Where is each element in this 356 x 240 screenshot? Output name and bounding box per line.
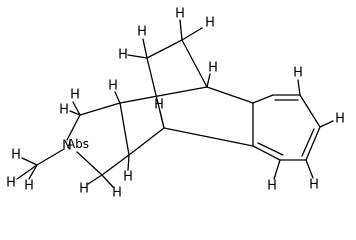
bond-lines — [16, 19, 334, 188]
hydrogen-label: H — [24, 179, 34, 194]
bond — [179, 19, 183, 41]
bond — [257, 142, 284, 156]
bond — [252, 145, 281, 161]
bond — [87, 174, 103, 185]
hydrogen-label: H — [108, 79, 118, 94]
hydrogen-label: H — [112, 186, 122, 201]
bond — [127, 154, 130, 171]
bond — [297, 79, 301, 96]
bond — [28, 164, 38, 180]
bond — [101, 154, 130, 176]
hydrogen-label: H — [293, 66, 303, 81]
hydrogen-label: H — [123, 170, 133, 185]
molecule-structure-diagram: H H H H H H H H H H H H H H H H H H H N … — [6, 7, 345, 201]
hydrogen-label: H — [137, 25, 147, 40]
bond — [21, 157, 38, 166]
hydrogen-label: H — [267, 179, 277, 194]
bond — [128, 127, 165, 156]
bond — [163, 127, 254, 147]
bond — [301, 128, 315, 157]
hydrogen-label: H — [11, 148, 21, 163]
bond — [36, 148, 65, 166]
bond — [159, 110, 165, 129]
bond — [146, 39, 183, 59]
hydrogen-label: H — [335, 112, 345, 127]
hydrogen-label: H — [79, 182, 89, 197]
bond — [79, 102, 121, 116]
hydrogen-label: H — [6, 176, 16, 191]
bond — [142, 38, 148, 59]
hydrogen-label: H — [70, 88, 80, 103]
hydrogen-label: H — [118, 48, 128, 63]
hydrogen-label: H — [59, 103, 69, 118]
bond — [76, 151, 103, 176]
hydrogen-label: H — [208, 61, 218, 76]
bond — [319, 120, 334, 128]
bond — [181, 39, 208, 88]
hydrogen-label: H — [175, 7, 185, 22]
bond — [206, 86, 254, 104]
bond — [16, 164, 38, 180]
nitrogen-label: N — [62, 139, 72, 154]
bond — [305, 159, 314, 179]
atom-labels: H H H H H H H H H H H H H H H H H H H N … — [6, 7, 345, 201]
bond — [114, 91, 121, 104]
bond — [69, 110, 81, 116]
bond — [66, 114, 81, 141]
bond — [273, 159, 281, 180]
hydrogen-label: H — [205, 16, 215, 31]
bond — [206, 73, 211, 88]
bond — [101, 174, 114, 188]
bond — [119, 86, 208, 104]
bond — [72, 101, 81, 116]
bond — [252, 94, 274, 104]
hydrogen-label: H — [309, 178, 319, 193]
bond — [127, 54, 148, 59]
stereo-abs-label: Abs — [67, 137, 89, 151]
bond — [181, 27, 203, 41]
bond — [119, 102, 130, 156]
hydrogen-label: H — [154, 98, 164, 113]
bond — [305, 126, 321, 161]
bond — [299, 94, 321, 128]
